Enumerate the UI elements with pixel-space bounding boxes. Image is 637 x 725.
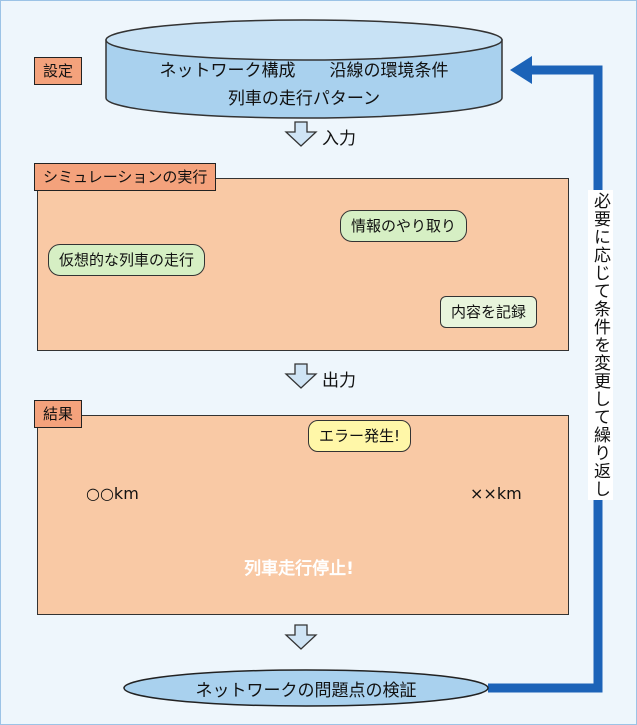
record-label: 内容を記録: [451, 303, 527, 321]
verify-label: ネットワークの問題点の検証: [195, 681, 417, 701]
result-title-tag: 結果: [34, 400, 83, 428]
verify-ellipse: [123, 669, 489, 707]
input-label: 入力: [322, 129, 356, 149]
error-callout: エラー発生!: [308, 420, 412, 452]
record-box: 内容を記録: [440, 296, 538, 328]
setup-conditions-line1: ネットワーク構成 沿線の環境条件: [159, 61, 449, 81]
setup-tag-label: 設定: [43, 62, 74, 80]
loop-label: 必要に応じて条件を変更して繰り返し: [588, 190, 613, 500]
train-callout-text: 仮想的な列車の走行: [59, 251, 195, 269]
setup-conditions-line2: 列車の走行パターン: [227, 89, 381, 109]
stop-burst-text: 列車走行停止!: [244, 559, 354, 579]
down-arrow-icon: [284, 121, 318, 147]
simulation-title-tag: シミュレーションの実行: [34, 163, 217, 191]
output-label: 出力: [322, 371, 356, 391]
simulation-title: シミュレーションの実行: [43, 168, 208, 186]
down-arrow-icon: [284, 624, 318, 650]
exchange-callout: 情報のやり取り: [340, 210, 468, 242]
end-km-label: ××km: [470, 484, 522, 503]
exchange-callout-text: 情報のやり取り: [351, 217, 457, 235]
start-km-label: ○○km: [86, 484, 139, 503]
result-panel: [37, 415, 569, 615]
setup-tag: 設定: [34, 57, 83, 85]
error-callout-text: エラー発生!: [319, 427, 401, 445]
result-title: 結果: [43, 405, 74, 423]
train-callout: 仮想的な列車の走行: [48, 244, 206, 276]
down-arrow-icon: [284, 363, 318, 389]
setup-cylinder: [105, 19, 503, 119]
